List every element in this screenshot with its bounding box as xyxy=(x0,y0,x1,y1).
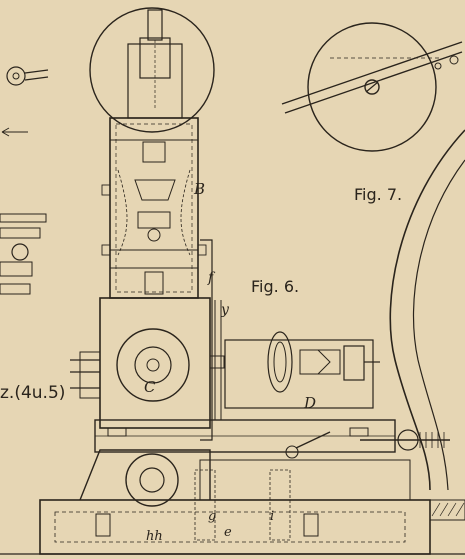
label-i: i xyxy=(270,509,274,524)
label-B: B xyxy=(193,180,205,198)
label-D: D xyxy=(303,394,316,412)
label-C: C xyxy=(144,378,156,396)
label-hh: hh xyxy=(146,529,163,544)
fig7-title: Fig. 7. xyxy=(354,185,402,204)
label-e: e xyxy=(224,525,232,540)
frame-arc xyxy=(389,129,465,521)
side-note: z.(4u.5) xyxy=(0,383,65,403)
fig7-wheel xyxy=(281,22,463,152)
fig6-machine xyxy=(0,7,465,555)
label-y: y xyxy=(220,302,230,318)
left-fragments xyxy=(0,66,49,295)
label-f: f xyxy=(207,270,216,286)
fig6-title: Fig. 6. xyxy=(251,277,299,296)
label-g: g xyxy=(208,509,216,524)
